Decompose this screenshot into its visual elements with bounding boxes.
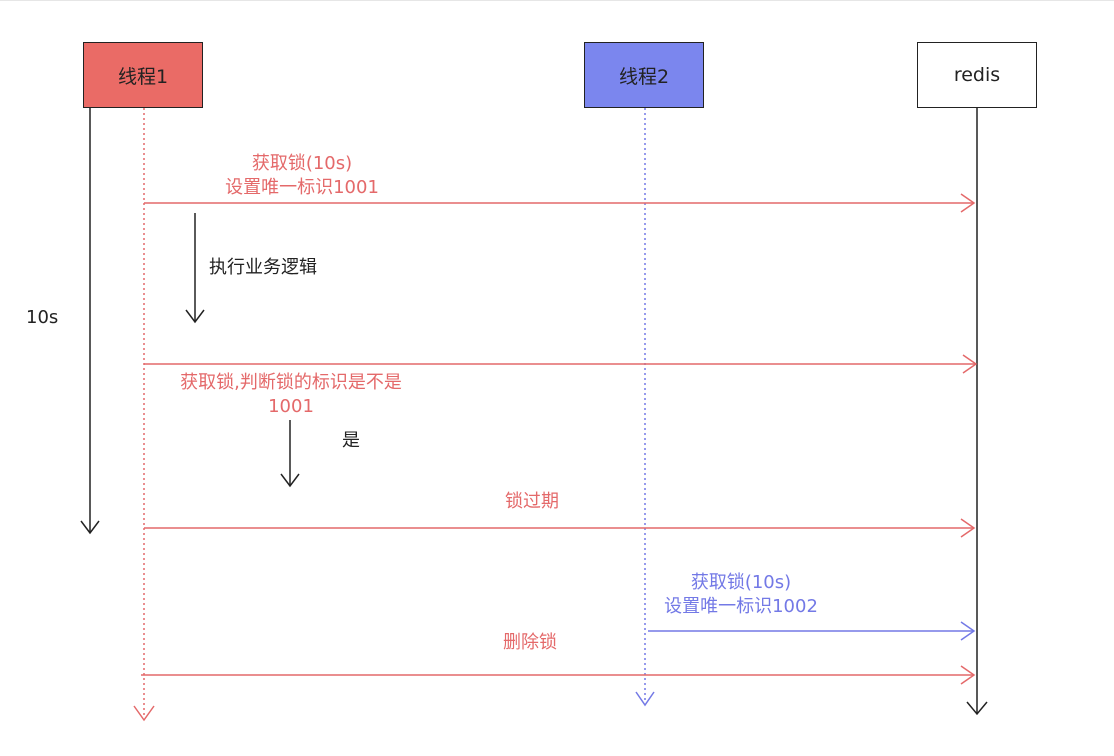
- thread2-participant: 线程2: [584, 42, 704, 108]
- timeout-arrow: [80, 108, 100, 535]
- acquire-lock-1001-arrow: [144, 193, 976, 213]
- delete-lock-arrow: [141, 665, 976, 685]
- check-lock-line2: 1001: [268, 396, 314, 417]
- acquire-lock-1001-label: 获取锁(10s) 设置唯一标识1001: [192, 152, 412, 200]
- redis-label: redis: [953, 64, 1001, 86]
- thread2-label: 线程2: [618, 65, 670, 88]
- thread1-label: 线程1: [117, 65, 169, 88]
- check-lock-line1: 获取锁,判断锁的标识是不是: [180, 372, 402, 393]
- thread1-lifeline: [133, 108, 155, 722]
- redis-participant: redis: [917, 42, 1037, 108]
- acquire-lock-1001-line1: 获取锁(10s): [251, 153, 353, 174]
- top-divider: [0, 0, 1114, 1]
- timeout-label: 10s: [26, 307, 59, 328]
- acquire-lock-1002-line1: 获取锁(10s): [690, 572, 792, 593]
- yes-label: 是: [342, 430, 360, 451]
- check-lock-arrow: [144, 354, 978, 374]
- check-lock-label: 获取锁,判断锁的标识是不是 1001: [166, 371, 416, 419]
- business-logic-label: 执行业务逻辑: [209, 257, 317, 278]
- thread2-lifeline: [635, 108, 655, 707]
- lock-expired-arrow: [144, 518, 976, 538]
- business-logic-arrow: [185, 213, 205, 324]
- lock-expired-label: 锁过期: [505, 491, 559, 512]
- acquire-lock-1001-line2: 设置唯一标识1001: [225, 177, 379, 198]
- acquire-lock-1002-label: 获取锁(10s) 设置唯一标识1002: [641, 571, 841, 619]
- delete-lock-label: 删除锁: [503, 632, 557, 653]
- acquire-lock-1002-line2: 设置唯一标识1002: [664, 596, 818, 617]
- yes-arrow: [280, 420, 300, 488]
- thread1-participant: 线程1: [83, 42, 203, 108]
- redis-lifeline: [966, 108, 988, 716]
- acquire-lock-1002-arrow: [648, 621, 976, 641]
